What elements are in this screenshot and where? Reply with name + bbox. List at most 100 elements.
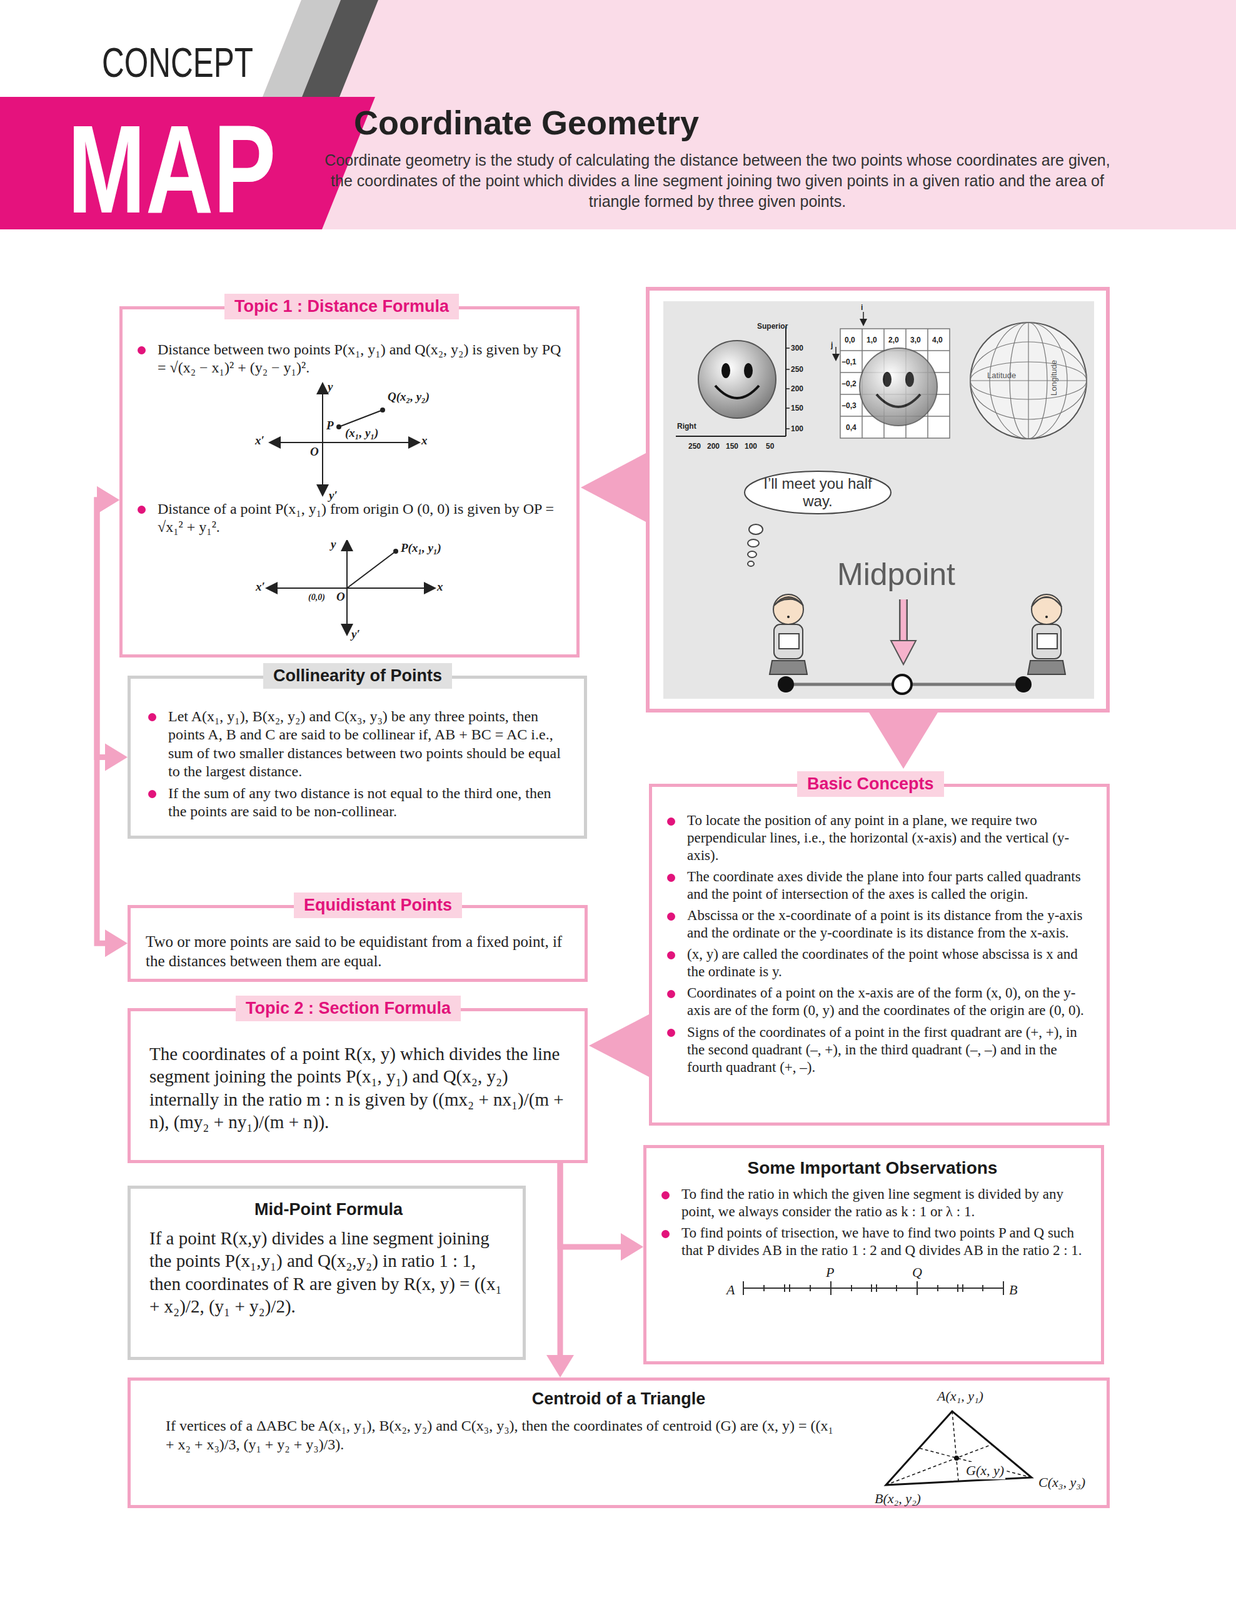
bullet-text: Distance of a point P(x₁, y₁) from origi… — [136, 500, 563, 538]
body-text: The coordinates of a point R(x, y) which… — [149, 1042, 570, 1134]
label: 50 — [765, 442, 774, 451]
connector — [560, 1163, 644, 1262]
label: y — [327, 380, 333, 394]
label: −0,2 — [841, 379, 857, 389]
label: B — [1009, 1282, 1018, 1299]
label: 0,4 — [845, 423, 857, 433]
arrow-head — [546, 1355, 574, 1378]
caption: Coordinate geometry is the study of calc… — [315, 150, 1120, 212]
connector-line — [560, 1163, 624, 1248]
label: 4,0 — [932, 335, 943, 345]
body-text: Two or more points are said to be equidi… — [145, 932, 570, 972]
origin-distance-figure — [122, 540, 598, 650]
label: y — [330, 537, 336, 552]
bullet-text: Abscissa or the x-coordinate of a point … — [665, 907, 1093, 943]
page-title: Coordinate Geometry — [353, 103, 699, 142]
label: Latitude — [987, 370, 1016, 381]
concept-box: Topic 1 : Distance FormulaDistance betwe… — [119, 306, 580, 658]
label: G(x, y) — [964, 1462, 1006, 1480]
heading-tab: Equidistant Points — [293, 892, 463, 919]
label: 150 — [725, 442, 739, 451]
label: 3,0 — [910, 335, 921, 345]
bullet-text: Distance between two points P(x₁, y₁) an… — [136, 340, 563, 378]
label: C(x₃, y₃) — [1038, 1474, 1086, 1492]
label: (x₁, y₁) — [345, 426, 379, 441]
heading-tab: Topic 1 : Distance Formula — [224, 293, 459, 320]
label: x′ — [255, 580, 266, 594]
body-text: If vertices of a ΔABC be A(x₁, y₁), B(x₂… — [165, 1416, 845, 1455]
arrow-head — [96, 486, 120, 514]
label: P — [326, 418, 334, 433]
label: Q(x₂, y₂) — [387, 390, 430, 404]
label: 200 — [790, 384, 804, 394]
label: x — [421, 433, 428, 448]
arrow-head — [105, 743, 128, 772]
label: 2,0 — [888, 335, 900, 345]
arrow-head — [869, 712, 938, 769]
label: B(x₂, y₂) — [874, 1491, 921, 1508]
concept-box: Some Important Observations To find the r… — [643, 1145, 1105, 1365]
bullet-text: If the sum of any two distance is not eq… — [146, 784, 571, 822]
box-heading: Mid-Point Formula — [149, 1200, 508, 1220]
label: 0,0 — [844, 335, 856, 345]
figure-area: APQB — [646, 1263, 1099, 1308]
label: Right — [677, 422, 697, 431]
label: 250 — [790, 365, 804, 374]
concept-box: Collinearity of PointsLet A(x₁, y₁), B(x… — [127, 675, 588, 840]
connector — [869, 712, 938, 769]
bullet-text: To find points of trisection, we have to… — [660, 1224, 1085, 1260]
connector — [588, 1014, 649, 1078]
bullet-text: To locate the position of any point in a… — [665, 812, 1093, 865]
label: Q — [912, 1264, 923, 1282]
label: −0,1 — [841, 357, 857, 367]
arrow-head — [620, 1233, 644, 1262]
illustration-panel: MidpointI’ll meet you half way.Superior3… — [645, 286, 1110, 713]
label: 1,0 — [866, 335, 878, 345]
label: j — [830, 340, 833, 350]
bullet-text: Coordinates of a point on the x-axis are… — [665, 984, 1093, 1020]
label: y′ — [328, 488, 338, 503]
concept-box: Mid-Point FormulaIf a point R(x,y) divid… — [127, 1185, 526, 1361]
label: A(x₁, y₁) — [937, 1388, 984, 1405]
label: Longitude — [1049, 360, 1059, 396]
label: x′ — [255, 433, 265, 448]
label: Superior — [757, 321, 788, 331]
distance-figure — [122, 381, 598, 501]
concept-box: Topic 2 : Section FormulaThe coordinates… — [127, 1008, 588, 1164]
bullet-text: (x, y) are called the coordinates of the… — [665, 945, 1093, 981]
heading-tab: Collinearity of Points — [263, 663, 453, 689]
label: y′ — [351, 627, 361, 642]
label: 100 — [744, 442, 758, 451]
label: P(x₁, y₁) — [400, 541, 442, 556]
label: O — [310, 445, 319, 459]
bullet-text: To find the ratio in which the given lin… — [660, 1185, 1085, 1221]
label: 100 — [790, 424, 804, 434]
arrow-head — [105, 929, 128, 958]
concept-box: Basic ConceptsTo locate the position of … — [648, 783, 1110, 1126]
label: −0,3 — [841, 401, 857, 411]
speech-text: I’ll meet you half way. — [761, 475, 875, 510]
trisection-figure — [646, 1263, 1108, 1308]
arrow-head — [96, 486, 120, 514]
thought-cloud: I’ll meet you half way. — [742, 469, 893, 516]
label: i — [860, 303, 863, 312]
label: P — [825, 1264, 835, 1282]
label: 150 — [790, 403, 804, 413]
label: 200 — [707, 442, 720, 451]
label: (0,0) — [308, 592, 326, 603]
arrow-head — [580, 453, 646, 523]
bullet-text: The coordinate axes divide the plane int… — [665, 868, 1093, 904]
figure-area: y P(x₁, y₁) x′ (0,0) Ox y′ — [122, 540, 577, 650]
label: x — [437, 580, 444, 594]
box-heading: Some Important Observations — [660, 1158, 1085, 1179]
connector — [546, 1163, 574, 1378]
connector-line — [96, 500, 108, 944]
heading-tab: Basic Concepts — [797, 771, 945, 798]
connector-line — [557, 1163, 564, 1358]
figure-area: yQ(x₂, y₂) P (x₁, y₁) x′ Ox y′ — [122, 381, 577, 501]
label: O — [336, 590, 346, 604]
arrow-head — [588, 1014, 649, 1078]
label: MAP — [67, 97, 276, 242]
bullet-text: Let A(x₁, y₁), B(x₂, y₂) and C(x₃, y₃) b… — [146, 707, 571, 781]
